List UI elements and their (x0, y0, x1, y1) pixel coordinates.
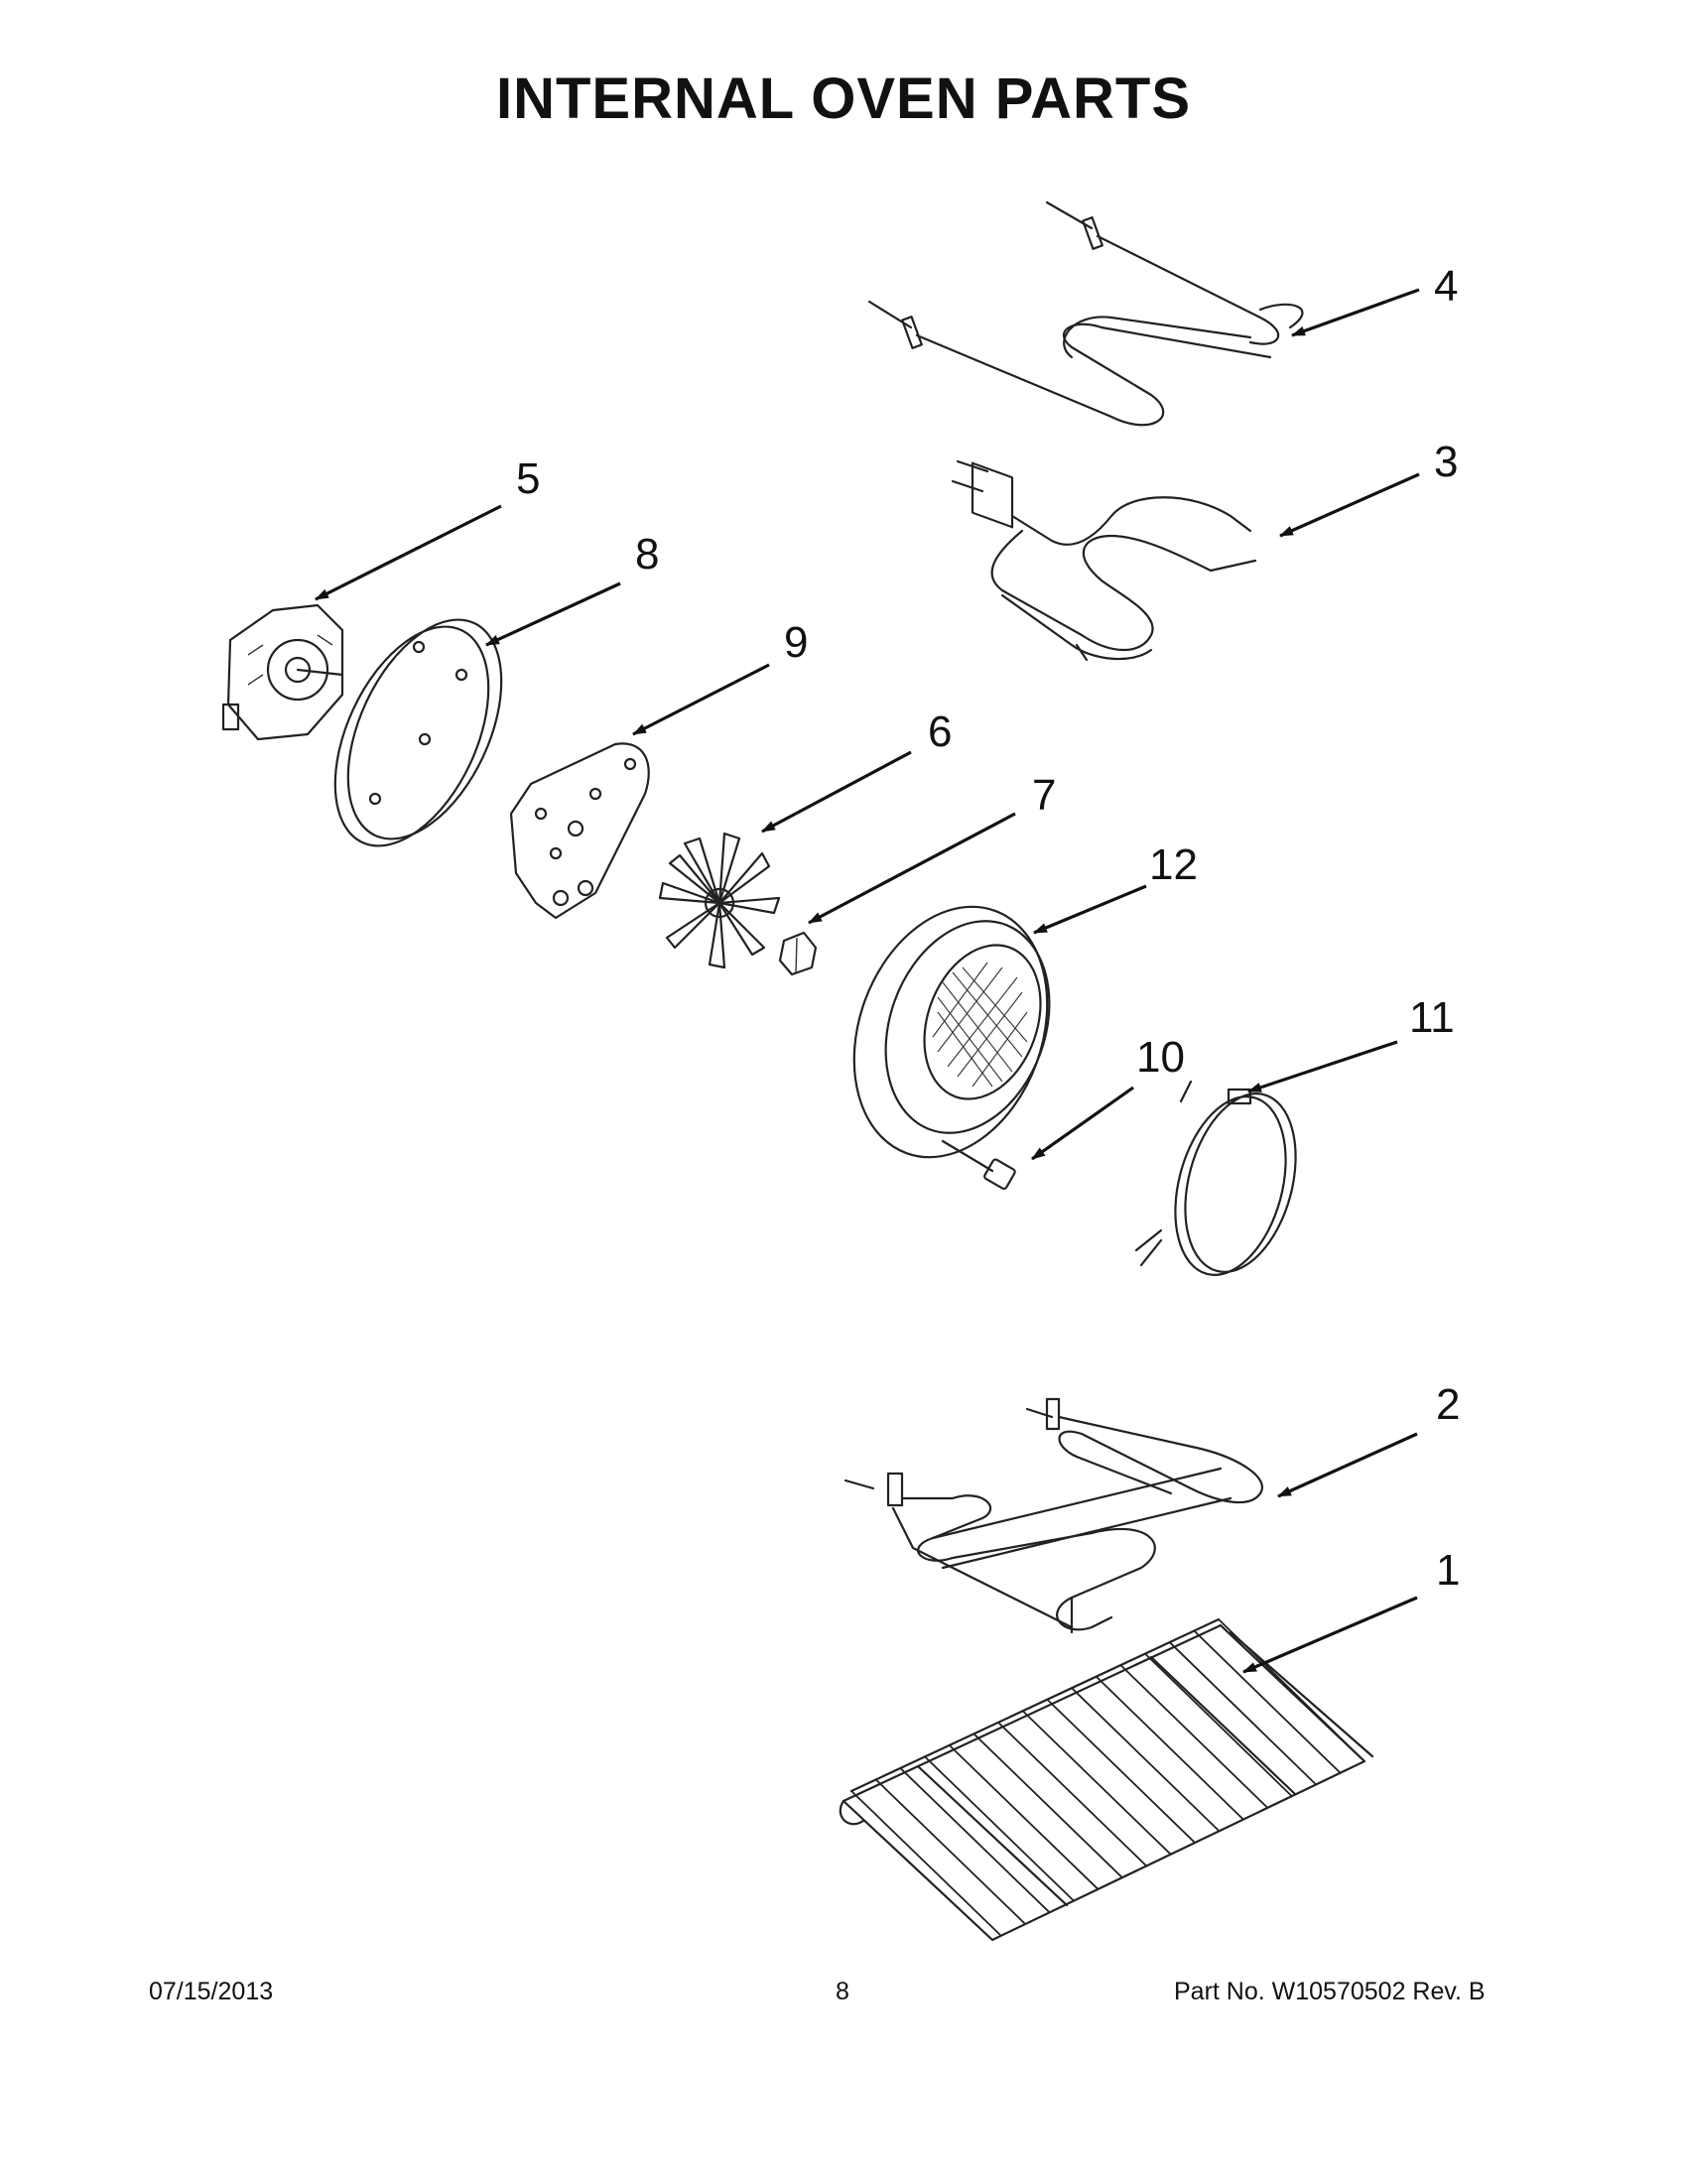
screw-icon (941, 1139, 1016, 1191)
nut-icon (778, 931, 818, 976)
arrow-5 (315, 504, 502, 601)
footer-part-number: Part No. W10570502 Rev. B (1174, 1978, 1486, 2005)
callout-2: 2 (1436, 1380, 1460, 1429)
mounting-plate-icon (509, 742, 650, 920)
rack-bar (997, 1722, 1147, 1866)
rack-bar (1144, 1652, 1293, 1797)
rack-bar (1046, 1699, 1196, 1844)
broil-element-icon (951, 459, 1257, 662)
arrow-8 (485, 581, 621, 647)
callout-7: 7 (1032, 771, 1056, 820)
convection-element-icon (1134, 1080, 1297, 1276)
callout-labels: 4 3 5 8 9 6 7 12 10 11 2 1 (516, 262, 1460, 1595)
arrow-4 (1291, 288, 1420, 337)
fan-blade-icon (658, 832, 781, 969)
rack-bar (973, 1733, 1122, 1878)
callout-12: 12 (1149, 840, 1198, 889)
rack-bar (1096, 1676, 1244, 1820)
rack-bar (899, 1767, 1050, 1913)
callout-6: 6 (928, 707, 952, 756)
convection-motor-icon (221, 603, 344, 741)
arrow-3 (1279, 472, 1420, 538)
arrow-1 (1242, 1596, 1418, 1674)
bake-element-icon (844, 1397, 1263, 1634)
rack-bar (924, 1755, 1075, 1901)
rack-bar (1071, 1687, 1220, 1832)
callout-11: 11 (1409, 993, 1455, 1042)
fan-cover-icon (852, 905, 1051, 1159)
rack-bar (1218, 1618, 1365, 1762)
rack-bar (875, 1778, 1026, 1924)
arrow-11 (1247, 1040, 1398, 1093)
oven-rack-icon (839, 1617, 1374, 1942)
arrow-2 (1277, 1432, 1418, 1498)
page-title: INTERNAL OVEN PARTS (495, 66, 1192, 131)
rack-bar (1169, 1641, 1317, 1785)
rack-bar (1119, 1664, 1268, 1809)
callout-5: 5 (516, 454, 540, 503)
callout-3: 3 (1434, 438, 1458, 486)
arrow-7 (808, 812, 1016, 925)
callout-9: 9 (784, 618, 808, 667)
rack-bar (850, 1790, 1001, 1936)
arrow-9 (632, 663, 770, 736)
callout-10: 10 (1136, 1033, 1185, 1082)
arrow-12 (1033, 884, 1147, 935)
footer-page-number: 8 (836, 1978, 849, 2005)
footer-date: 07/15/2013 (149, 1978, 274, 2005)
broil-element-outer-icon (867, 200, 1304, 427)
insulation-disc-icon (333, 618, 503, 847)
callout-arrows (315, 288, 1420, 1674)
callout-4: 4 (1434, 262, 1458, 311)
rack-bar (949, 1744, 1099, 1889)
rack-bar (1022, 1710, 1171, 1855)
rack-bar (1193, 1629, 1342, 1774)
arrow-10 (1031, 1086, 1134, 1161)
callout-1: 1 (1436, 1546, 1460, 1595)
callout-8: 8 (635, 530, 659, 578)
arrow-6 (761, 750, 912, 834)
